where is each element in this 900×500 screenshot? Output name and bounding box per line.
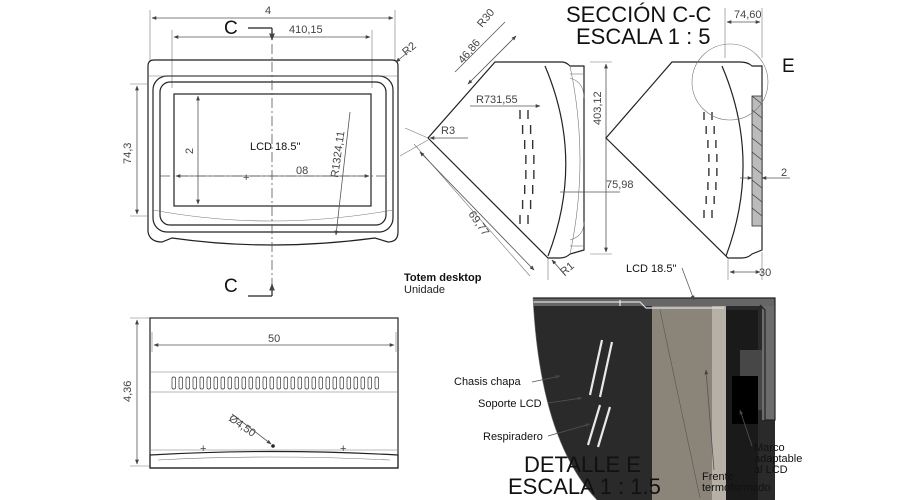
front-view: 4 410,15 C + 74,3 2 08 LCD 18.5" R1324, bbox=[122, 5, 419, 297]
label-frame-2: adaptable bbox=[754, 453, 802, 465]
detail-vents bbox=[586, 339, 614, 448]
label-frame-1: Marco bbox=[754, 442, 785, 454]
dim-2: 2 bbox=[781, 167, 787, 179]
vent-slot bbox=[220, 376, 225, 390]
dim-7460: 74,60 bbox=[734, 9, 762, 21]
dim-4686: 46,86 bbox=[456, 37, 483, 66]
label-front-2: termoformado bbox=[702, 482, 770, 494]
vent-slot bbox=[304, 376, 309, 390]
dim-top-inner: 410,15 bbox=[289, 24, 323, 36]
vent-slot bbox=[339, 376, 344, 390]
vent-slots bbox=[171, 376, 379, 390]
vent-slot bbox=[255, 376, 260, 390]
vent-slot bbox=[353, 376, 358, 390]
vent-slot bbox=[311, 376, 316, 390]
vent-slot bbox=[227, 376, 232, 390]
vent-slot bbox=[290, 376, 295, 390]
dim-side-height: 403,12 bbox=[592, 91, 604, 125]
label-chassis: Chasis chapa bbox=[454, 376, 522, 388]
detail-lcd-label: LCD 18.5" bbox=[626, 263, 676, 275]
section-marker-bottom: C bbox=[224, 276, 238, 297]
vent-slot bbox=[262, 376, 267, 390]
dim-corner: R2 bbox=[400, 40, 418, 58]
dim-height: 74,3 bbox=[122, 143, 134, 164]
vent-slot bbox=[346, 376, 351, 390]
side-vents bbox=[519, 110, 535, 224]
dim-radius: R1324,11 bbox=[329, 130, 347, 178]
dim-top-width: 50 bbox=[268, 333, 280, 345]
vent-slot bbox=[185, 376, 190, 390]
vent-slot bbox=[171, 376, 176, 390]
section-vents bbox=[703, 112, 718, 218]
top-view: 4,36 50 Ø4,50 + + bbox=[122, 317, 399, 469]
vent-slot bbox=[206, 376, 211, 390]
vent-slot bbox=[269, 376, 274, 390]
label-front-1: Frente bbox=[702, 471, 734, 483]
vent-slot bbox=[374, 376, 379, 390]
vent-slot bbox=[360, 376, 365, 390]
dim-30: 30 bbox=[759, 267, 771, 279]
product-name: Totem desktop bbox=[404, 272, 482, 284]
units-label: Unidade bbox=[404, 284, 445, 296]
vent-slot bbox=[213, 376, 218, 390]
detail-scale: ESCALA 1 : 1.5 bbox=[508, 474, 661, 499]
vent-slot bbox=[241, 376, 246, 390]
dim-r30: R30 bbox=[475, 7, 497, 30]
dim-side-depth: 75,98 bbox=[606, 179, 634, 191]
dim-top-height: 4,36 bbox=[122, 381, 134, 402]
label-lcd-support: Soporte LCD bbox=[478, 398, 542, 410]
vent-slot bbox=[248, 376, 253, 390]
detail-vent bbox=[598, 341, 614, 398]
section-label: SECCIÓN C-C bbox=[566, 2, 712, 27]
label-frame-3: al LCD bbox=[754, 464, 788, 476]
screen-label: LCD 18.5" bbox=[250, 141, 300, 153]
detail-vent bbox=[596, 406, 612, 448]
vent-slot bbox=[283, 376, 288, 390]
vent-slot bbox=[199, 376, 204, 390]
section-header: SECCIÓN C-C ESCALA 1 : 5 bbox=[566, 2, 712, 49]
vent-slot bbox=[297, 376, 302, 390]
dim-inner-width: 08 bbox=[296, 165, 308, 177]
section-marker-top: C bbox=[224, 18, 238, 39]
detail-marker: E bbox=[782, 56, 795, 77]
center-cross: + bbox=[243, 172, 249, 184]
svg-text:+: + bbox=[340, 443, 346, 455]
vent-slot bbox=[325, 376, 330, 390]
section-view: E 74,60 2 30 bbox=[605, 8, 795, 280]
vent-slot bbox=[234, 376, 239, 390]
title-block: Totem desktop Unidade bbox=[404, 272, 482, 296]
vent-slot bbox=[178, 376, 183, 390]
vent-slot bbox=[332, 376, 337, 390]
dim-r3: R3 bbox=[441, 125, 455, 137]
detail-vent bbox=[586, 404, 602, 446]
section-scale: ESCALA 1 : 5 bbox=[576, 24, 711, 49]
dim-top-overall: 4 bbox=[265, 5, 271, 17]
vent-slot bbox=[318, 376, 323, 390]
vent-slot bbox=[276, 376, 281, 390]
svg-text:+: + bbox=[200, 443, 206, 455]
label-vent: Respiradero bbox=[483, 431, 543, 443]
detail-vent bbox=[588, 339, 604, 396]
dim-r1: R1 bbox=[558, 260, 576, 278]
dim-r731: R731,55 bbox=[476, 94, 518, 106]
dim-inner-height: 2 bbox=[184, 148, 196, 154]
dim-hole: Ø4,50 bbox=[226, 413, 257, 440]
detail-view: LCD 18.5" Chasis chapa Soporte LCD Respi… bbox=[454, 263, 802, 500]
dim-6977: 69,77 bbox=[466, 209, 492, 238]
vent-slot bbox=[192, 376, 197, 390]
detail-circle-e bbox=[691, 43, 769, 121]
detail-label: DETALLE E bbox=[524, 452, 641, 477]
vent-slot bbox=[367, 376, 372, 390]
